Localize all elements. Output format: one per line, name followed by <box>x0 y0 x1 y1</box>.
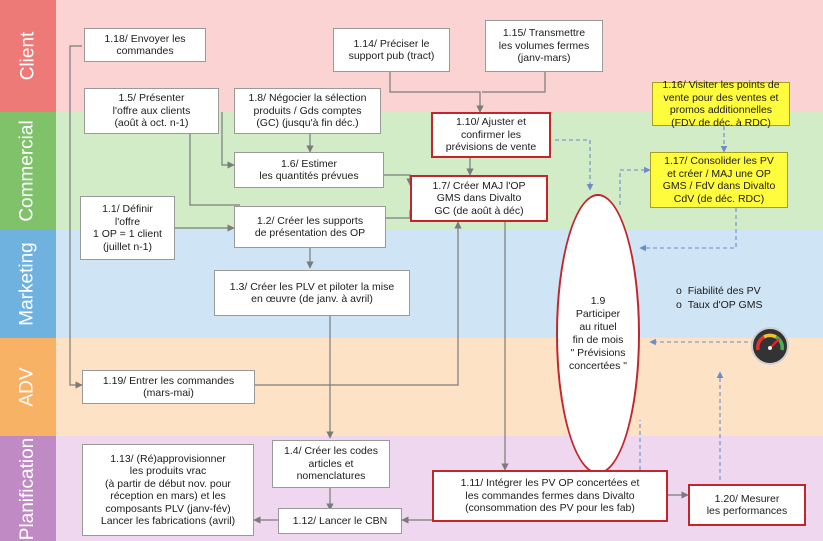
kpi-item-fiabilite: o Fiabilité des PV <box>676 284 762 298</box>
kpi-bullet: o <box>676 285 682 297</box>
dashed-1-17-to-1-9 <box>639 208 737 252</box>
kpi-label: Fiabilité des PV <box>687 285 761 297</box>
connector-1-5-to-1-6 <box>221 112 235 169</box>
step-1-11: 1.11/ Intégrer les PV OP concertées et l… <box>432 470 668 522</box>
kpi-list: o Fiabilité des PV o Taux d'OP GMS <box>676 284 762 312</box>
connector-1-14-to-1-10 <box>389 72 484 113</box>
connector-1-18-to-1-19 <box>69 45 83 389</box>
step-1-3: 1.3/ Créer les PLV et piloter la mise en… <box>214 270 410 316</box>
connector-1-6-to-1-7 <box>383 174 414 186</box>
step-1-18: 1.18/ Envoyer les commandes <box>84 28 206 62</box>
step-1-17: 1.17/ Consolider les PV et créer / MAJ u… <box>650 152 788 208</box>
lane-planification-tab: Planification <box>0 436 56 541</box>
step-1-1: 1.1/ Définir l'offre 1 OP = 1 client (ju… <box>80 196 175 260</box>
step-1-6: 1.6/ Estimer les quantités prévues <box>234 152 384 188</box>
step-1-8: 1.8/ Négocier la sélection produits / Gd… <box>234 88 381 134</box>
connector-1-2-to-1-7 <box>385 210 411 219</box>
step-1-20: 1.20/ Mesurer les performances <box>688 484 806 526</box>
step-1-12: 1.12/ Lancer le CBN <box>278 508 402 534</box>
speedometer-gauge-icon <box>751 327 789 365</box>
step-1-9-ritual: 1.9 Participer au rituel fin de mois " P… <box>556 194 640 474</box>
step-1-7: 1.7/ Créer MAJ l'OP GMS dans Divalto GC … <box>410 175 548 222</box>
step-1-15: 1.15/ Transmettre les volumes fermes (ja… <box>485 20 603 72</box>
kpi-item-taux: o Taux d'OP GMS <box>676 298 762 312</box>
connector-1-19-to-1-7 <box>255 221 462 386</box>
lane-adv: ADV <box>0 338 823 436</box>
connector-1-2-to-1-5 <box>186 124 240 206</box>
step-1-14: 1.14/ Préciser le support pub (tract) <box>333 28 450 72</box>
lane-marketing-tab: Marketing <box>0 230 56 338</box>
dashed-1-9-to-1-17 <box>619 166 651 205</box>
step-1-16: 1.16/ Visiter les points de vente pour d… <box>652 79 790 129</box>
step-1-2: 1.2/ Créer les supports de présentation … <box>234 206 386 248</box>
lane-client-tab: Client <box>0 0 56 112</box>
step-1-19: 1.19/ Entrer les commandes (mars-mai) <box>82 370 255 404</box>
lane-adv-tab: ADV <box>0 338 56 436</box>
step-1-4: 1.4/ Créer les codes articles et nomencl… <box>272 440 390 488</box>
kpi-bullet: o <box>676 299 682 311</box>
kpi-label: Taux d'OP GMS <box>687 299 763 311</box>
dashed-1-10-to-1-9 <box>555 139 594 191</box>
step-1-5: 1.5/ Présenter l'offre aux clients (août… <box>84 88 219 134</box>
lane-commercial-tab: Commercial <box>0 112 56 230</box>
connector-1-15-to-1-10 <box>482 72 546 93</box>
step-1-13: 1.13/ (Ré)approvisionner les produits vr… <box>82 444 254 536</box>
step-1-10: 1.10/ Ajuster et confirmer les prévision… <box>431 112 551 158</box>
